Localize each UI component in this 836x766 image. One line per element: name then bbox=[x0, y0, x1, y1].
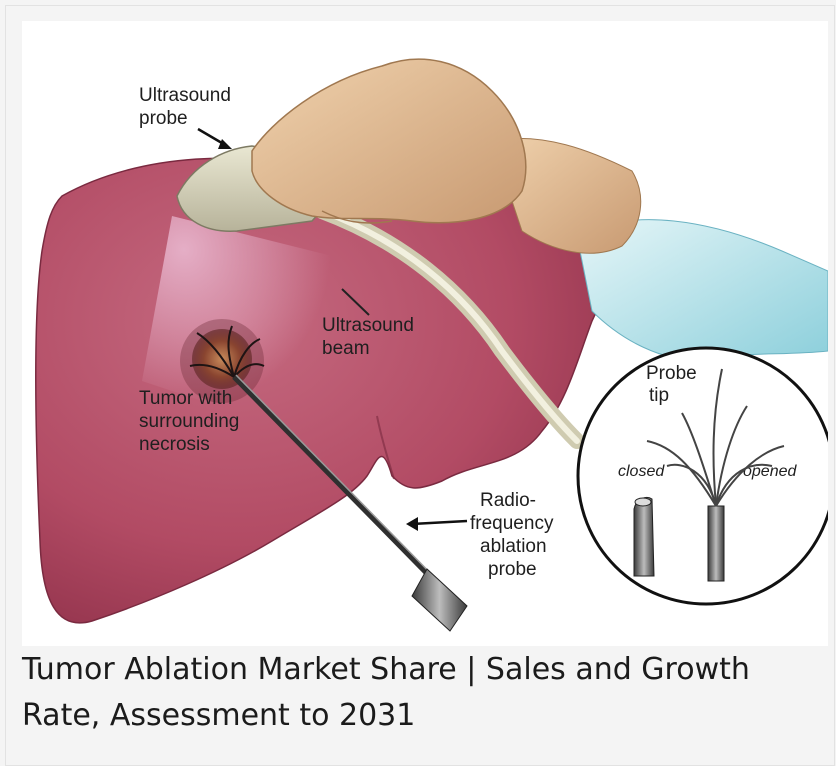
rf-probe-label-line3: ablation bbox=[480, 536, 547, 557]
tumor-label-line3: necrosis bbox=[139, 434, 210, 455]
rf-probe-label-line4: probe bbox=[488, 559, 537, 580]
tumor-label-line1: Tumor with bbox=[139, 388, 232, 409]
rf-probe-arrow bbox=[412, 521, 467, 524]
caption-line-1: Tumor Ablation Market Share | Sales and … bbox=[22, 647, 822, 693]
caption-line-2: Rate, Assessment to 2031 bbox=[22, 693, 822, 739]
closed-probe-tip bbox=[634, 497, 654, 576]
opened-probe-shaft bbox=[708, 506, 724, 581]
tumor-label-line2: surrounding bbox=[139, 411, 239, 432]
probe-tip-inset: Probe tip closed opened bbox=[578, 348, 828, 604]
ultrasound-beam-label-line2: beam bbox=[322, 338, 370, 359]
ultrasound-beam-label-line1: Ultrasound bbox=[322, 315, 414, 336]
probe-tip-title-line2: tip bbox=[649, 385, 669, 406]
tumor-ablation-illustration[interactable]: Ultrasound probe Ultrasound beam Tumor w… bbox=[22, 21, 828, 646]
probe-tip-title-line1: Probe bbox=[646, 363, 697, 384]
illustration-svg: Ultrasound probe Ultrasound beam Tumor w… bbox=[22, 21, 828, 646]
rf-probe-handle bbox=[412, 569, 467, 631]
rf-probe-label-line1: Radio- bbox=[480, 490, 536, 511]
rf-probe-label-line2: frequency bbox=[470, 513, 554, 534]
article-caption[interactable]: Tumor Ablation Market Share | Sales and … bbox=[22, 647, 822, 739]
closed-label: closed bbox=[618, 463, 665, 480]
hand bbox=[252, 59, 526, 223]
ultrasound-probe-label-line1: Ultrasound bbox=[139, 85, 231, 106]
ultrasound-probe-label-line2: probe bbox=[139, 108, 188, 129]
article-card: Ultrasound probe Ultrasound beam Tumor w… bbox=[5, 5, 835, 766]
